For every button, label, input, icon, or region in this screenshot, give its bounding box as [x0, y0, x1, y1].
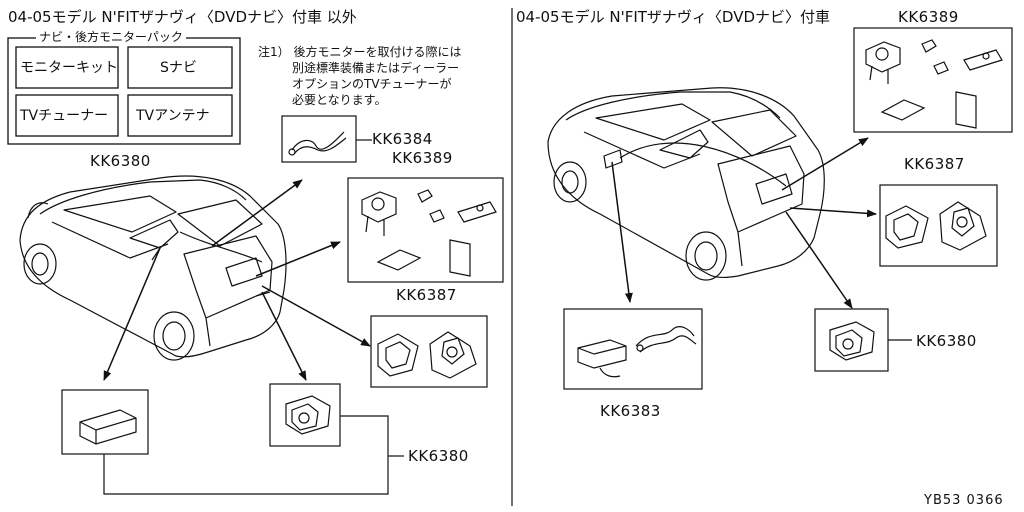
- label-camera-kk6380: KK6380: [408, 447, 469, 465]
- pack-title: ナビ・後方モニターパック: [36, 31, 186, 43]
- camera-part-kk6380-right: [814, 308, 912, 372]
- cover-part-kk6387-right: [879, 184, 998, 267]
- note-line-4: 必要となります。: [292, 93, 387, 107]
- label-camera-kk6380-right: KK6380: [916, 332, 977, 350]
- diagram-code: YB53 0366: [924, 493, 1004, 508]
- label-cable-kk6384: KK6384: [372, 130, 433, 148]
- label-cover-kk6387-right: KK6387: [904, 155, 965, 173]
- cable-part-kk6384: [281, 115, 372, 163]
- right-heading: 04-05モデル N'FITザナヴィ〈DVDナビ〉付車: [516, 8, 831, 26]
- leader-arrows-left: [103, 179, 371, 381]
- pack-item-s-navi: Sナビ: [160, 60, 197, 76]
- leader-arrows-right: [611, 137, 877, 309]
- car-illustration-left: [19, 175, 287, 361]
- bracket-part-kk6389: [347, 177, 504, 283]
- label-cover-kk6387: KK6387: [396, 286, 457, 304]
- pack-item-tv-tuner: TVチューナー: [20, 108, 109, 124]
- pack-label: KK6380: [90, 152, 151, 170]
- bracket-part-kk6389-right: [853, 27, 1013, 133]
- note-line-2: 別途標準装備またはディーラー: [292, 61, 460, 75]
- navi-monitor-pack: [7, 37, 241, 145]
- cover-part-kk6387: [370, 315, 488, 388]
- label-bracket-kk6389-right: KK6389: [898, 8, 959, 26]
- navi-unit-part: [61, 389, 149, 455]
- label-bracket-kk6389: KK6389: [392, 149, 453, 167]
- pack-item-monitor-kit: モニターキット: [20, 60, 118, 76]
- left-heading: 04-05モデル N'FITザナヴィ〈DVDナビ〉付車 以外: [8, 8, 357, 26]
- label-unit-kk6383: KK6383: [600, 402, 661, 420]
- kk6380-bracket-line: [103, 415, 389, 495]
- pack-item-tv-antenna: TVアンテナ: [136, 108, 210, 124]
- note-line-1: 注1） 後方モニターを取付ける際には: [258, 45, 462, 59]
- car-illustration-right: [547, 87, 825, 281]
- camera-part-kk6380-left: [269, 383, 341, 447]
- tuner-unit-part-kk6383: [563, 308, 703, 390]
- note-line-3: オプションのTVチューナーが: [292, 77, 452, 91]
